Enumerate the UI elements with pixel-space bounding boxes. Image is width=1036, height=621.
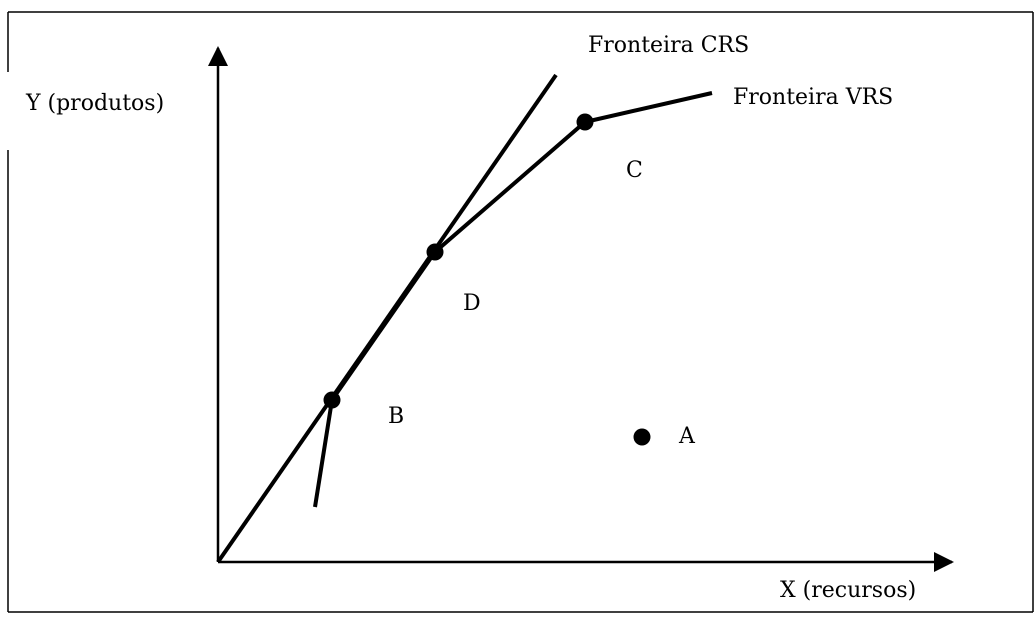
point-b-marker [323, 391, 341, 409]
point-d-label: D [463, 291, 481, 316]
vrs-frontier-line [313, 91, 713, 508]
point-a-marker [633, 428, 651, 446]
y-axis-label: Y (produtos) [25, 91, 164, 116]
point-a-label: A [678, 424, 696, 449]
x-axis-label: X (recursos) [780, 578, 916, 603]
point-b-label: B [388, 404, 404, 429]
point-c-label: C [626, 158, 643, 183]
point-d-marker [426, 243, 444, 261]
vrs-frontier-label: Fronteira VRS [733, 85, 893, 110]
crs-frontier-label: Fronteira CRS [588, 33, 749, 58]
frame-border [7, 11, 1034, 613]
point-c-marker [576, 113, 594, 131]
